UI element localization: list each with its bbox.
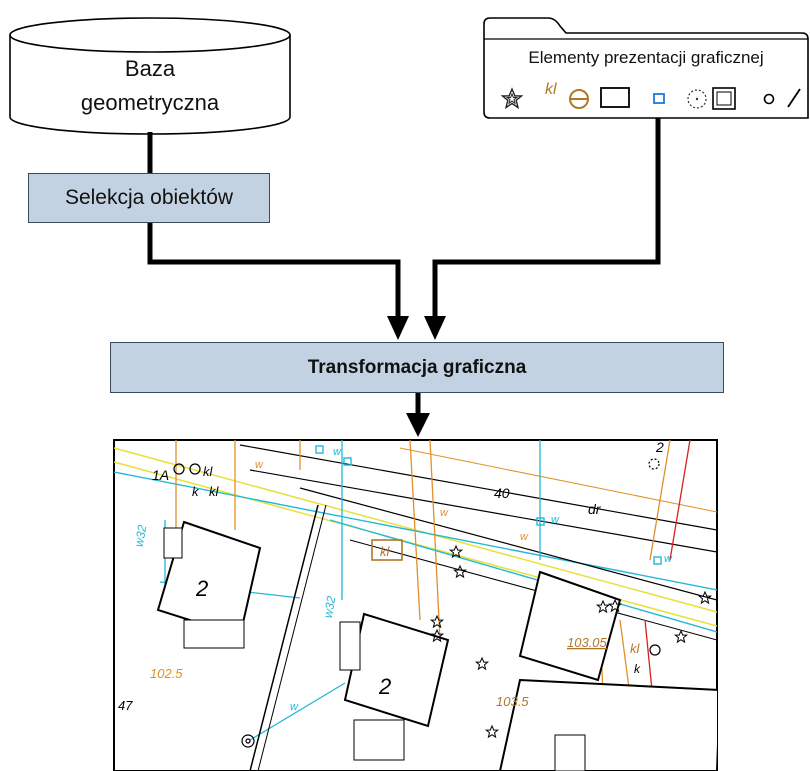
- legend-icons: kl: [500, 81, 801, 110]
- map-image: 1A kl k kl w32 40 dr 2 w w 2 kl w32 2 w …: [113, 439, 718, 771]
- transformation-label: Transformacja graficzna: [307, 357, 527, 378]
- map-label-w-top1: w: [333, 446, 342, 458]
- database-label: Baza geometryczna: [30, 52, 270, 120]
- arrowhead-right: [424, 316, 446, 340]
- map-label-w32-left: w32: [132, 524, 150, 548]
- map-label-2-top: 2: [655, 439, 664, 455]
- map-label-w-node3: w: [664, 553, 673, 565]
- map-valves: [173, 458, 661, 748]
- map-label-kl-top2: kl: [209, 484, 220, 499]
- selection-box: [28, 173, 270, 223]
- map-label-103-5: 103.5: [496, 694, 529, 709]
- legend-title: Elementy prezentacji graficznej: [528, 48, 764, 67]
- map-stairs: [163, 527, 586, 771]
- map-star-symbols: [429, 544, 713, 739]
- map-label-building-2b: 2: [378, 674, 391, 699]
- map-label-kl-right: kl: [630, 641, 641, 656]
- map-label-w-node5: w: [440, 507, 449, 519]
- map-label-1a: 1A: [152, 467, 169, 483]
- map-label-kl-box: kl: [380, 544, 391, 559]
- arrowhead-left: [387, 316, 409, 340]
- map-label-47: 47: [118, 698, 133, 713]
- slash-line-icon: [787, 88, 801, 108]
- map-path-line: [249, 504, 319, 771]
- map-label-building-2a: 2: [195, 576, 208, 601]
- star-icon: [500, 87, 524, 110]
- map-label-103-05: 103.05: [567, 635, 608, 650]
- map-kl-box: [371, 539, 403, 561]
- circle-minus-icon: [569, 89, 589, 109]
- map-label-k-top: k: [192, 484, 200, 499]
- small-cyan-square-icon: [653, 93, 665, 104]
- map-label-w-node4: w: [255, 459, 264, 471]
- arrowheads: [387, 316, 446, 437]
- small-circle-icon: [763, 93, 775, 105]
- connector-lines: [147, 118, 661, 415]
- map-label-w-mid: w: [290, 701, 299, 713]
- arrowhead-bottom: [406, 413, 430, 437]
- map-label-40: 40: [494, 485, 510, 501]
- map-label-102-5: 102.5: [150, 666, 183, 681]
- map-water-nodes: [315, 445, 662, 565]
- transformation-box: [110, 342, 724, 393]
- map-buildings: [156, 520, 717, 771]
- map-label-w32-mid: w32: [321, 595, 339, 619]
- double-square-icon: [712, 87, 736, 110]
- database-label-line2: geometryczna: [80, 90, 220, 115]
- map-label-w-node6: w: [520, 531, 529, 543]
- map-label-dr: dr: [588, 501, 602, 517]
- rectangle-icon: [600, 87, 630, 108]
- map-labels: 1A kl k kl w32 40 dr 2 w w 2 kl w32 2 w …: [118, 439, 673, 713]
- map-label-w-top2: w: [551, 514, 560, 526]
- database-label-line1: Baza: [124, 56, 176, 81]
- map-label-k-right: k: [634, 662, 641, 676]
- kl-symbol-icon: kl: [545, 81, 557, 98]
- dashed-circle-icon: [687, 89, 707, 109]
- map-label-kl-top: kl: [203, 464, 214, 479]
- database-cylinder: [9, 17, 291, 135]
- selection-label: Selekcja obiektów: [64, 186, 234, 209]
- legend-panel: [483, 17, 809, 119]
